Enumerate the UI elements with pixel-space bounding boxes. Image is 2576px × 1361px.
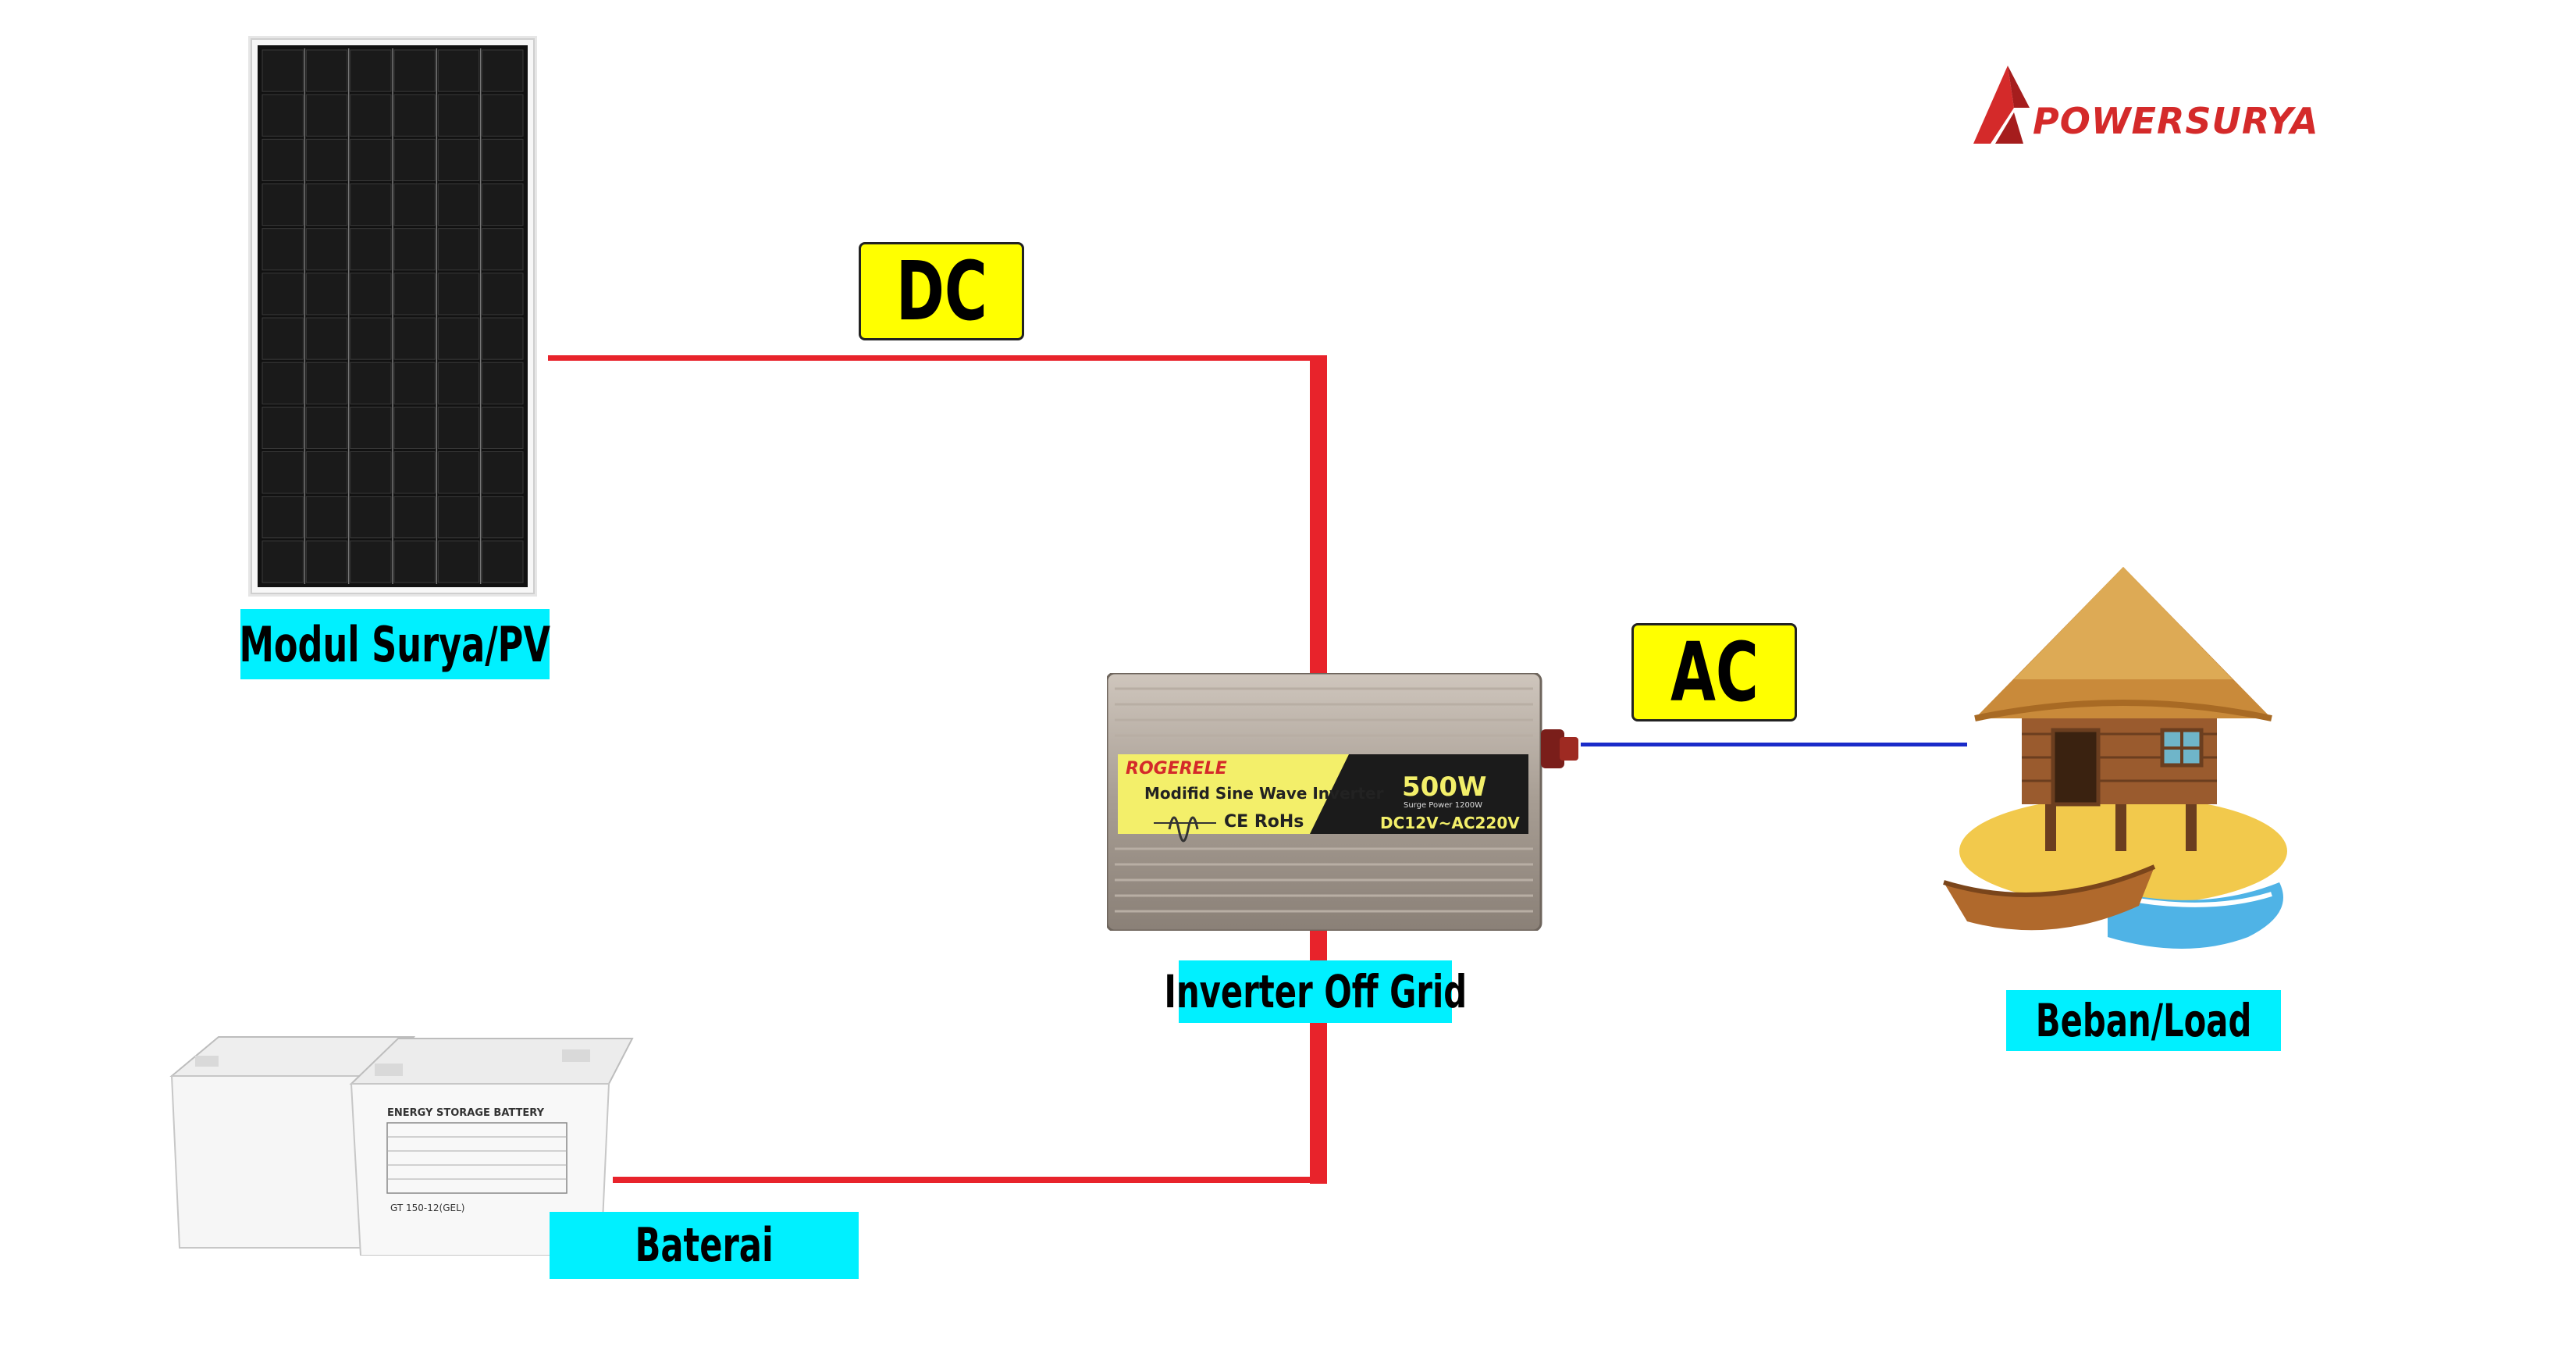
pv-cell [350, 406, 392, 450]
pv-cell [437, 451, 480, 494]
dc-wire-pv-vertical [1310, 355, 1327, 682]
pv-cell [305, 228, 348, 271]
pv-cell [393, 496, 436, 539]
pv-cell [437, 138, 480, 181]
pv-cell [305, 406, 348, 450]
pv-cell [350, 183, 392, 226]
pv-cell [482, 183, 524, 226]
pv-cell [393, 540, 436, 583]
ac-wire [1581, 743, 1967, 746]
pv-cell [437, 540, 480, 583]
pv-cell [482, 273, 524, 315]
pv-cell [393, 406, 436, 450]
battery-model: GT 150-12(GEL) [390, 1202, 465, 1213]
pv-cell [393, 228, 436, 271]
hut-on-island-icon [1928, 562, 2318, 968]
pv-cell [482, 138, 524, 181]
inverter-cert: CE RoHs [1224, 812, 1304, 832]
pv-cell [482, 362, 524, 404]
pv-cell [482, 94, 524, 137]
pv-cell [393, 138, 436, 181]
pv-cell [350, 49, 392, 92]
load-label: Beban/Load [2006, 990, 2281, 1051]
pv-cell [305, 451, 348, 494]
logo-text: POWERSURYA [2033, 100, 2319, 142]
pv-cell [305, 496, 348, 539]
powersurya-logo: POWERSURYA [1967, 61, 2350, 148]
inverter-voltage: DC12V~AC220V [1380, 814, 1520, 832]
inverter-model: Modifid Sine Wave Inverter [1144, 784, 1384, 803]
pv-cell [262, 496, 304, 539]
pv-cell [305, 362, 348, 404]
pv-cell [482, 317, 524, 360]
pv-cell [350, 451, 392, 494]
pv-cell [437, 183, 480, 226]
pv-cell [350, 228, 392, 271]
pv-cell [305, 183, 348, 226]
pv-cell [262, 362, 304, 404]
inverter: ROGERELE Modifid Sine Wave Inverter CE R… [1105, 672, 1583, 932]
pv-cell [350, 138, 392, 181]
pv-cell [482, 451, 524, 494]
pv-cell [437, 49, 480, 92]
pv-cell [305, 49, 348, 92]
pv-label: Modul Surya/PV [240, 609, 550, 679]
dc-wire-pv-horizontal [548, 355, 1327, 361]
pv-cell [305, 94, 348, 137]
pv-cell [262, 540, 304, 583]
pv-cell [482, 49, 524, 92]
pv-cell [393, 317, 436, 360]
pv-cell [482, 540, 524, 583]
pv-cell [262, 138, 304, 181]
pv-cell [393, 94, 436, 137]
pv-cell [437, 406, 480, 450]
pv-cell [305, 317, 348, 360]
pv-cell [482, 496, 524, 539]
pv-cell [305, 138, 348, 181]
pv-cell [262, 451, 304, 494]
pv-cell [262, 49, 304, 92]
pv-cell [437, 362, 480, 404]
pv-cell [350, 540, 392, 583]
pv-cell [393, 362, 436, 404]
pv-cell [393, 273, 436, 315]
inverter-label: Inverter Off Grid [1164, 960, 1467, 1023]
pv-cell [305, 273, 348, 315]
pv-cell [350, 362, 392, 404]
pv-cell [437, 228, 480, 271]
inverter-brand: ROGERELE [1126, 759, 1227, 778]
pv-cell [262, 406, 304, 450]
pv-cell [350, 94, 392, 137]
battery-bank: ENERGY STORAGE BATTERY GT 150-12(GEL) [156, 1029, 640, 1256]
pv-cell [262, 183, 304, 226]
pv-cell [437, 317, 480, 360]
battery-title: ENERGY STORAGE BATTERY [387, 1107, 544, 1119]
pv-cell [262, 228, 304, 271]
solar-panel [248, 36, 537, 597]
inverter-surge: Surge Power 1200W [1404, 801, 1483, 810]
pv-cell [350, 273, 392, 315]
pv-cell [482, 406, 524, 450]
pv-cell [437, 496, 480, 539]
pv-cell [393, 49, 436, 92]
pv-cell [262, 94, 304, 137]
pv-cell [262, 317, 304, 360]
ac-tag: AC [1631, 623, 1797, 721]
pv-cell [437, 94, 480, 137]
battery-label: Baterai [550, 1212, 859, 1279]
pv-cell [305, 540, 348, 583]
pv-cell [482, 228, 524, 271]
inverter-power: 500W [1402, 771, 1487, 803]
pv-cell [393, 183, 436, 226]
pv-cell [262, 273, 304, 315]
pv-cell [350, 496, 392, 539]
dc-wire-battery-horizontal [613, 1177, 1327, 1183]
pv-cell [437, 273, 480, 315]
pv-cell [350, 317, 392, 360]
pv-cell [393, 451, 436, 494]
dc-tag: DC [859, 242, 1024, 340]
